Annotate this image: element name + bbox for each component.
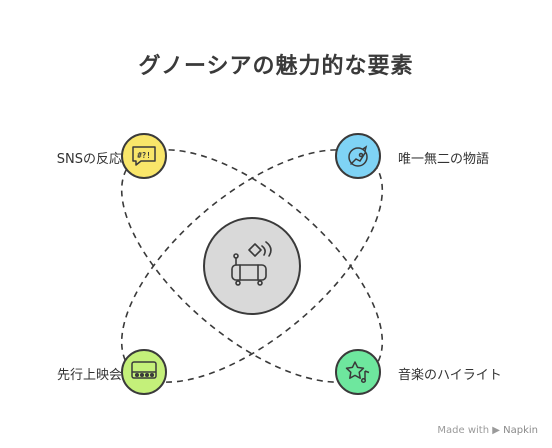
label-preview: 先行上映会 (56, 368, 122, 383)
watermark: Made with ▶ Napkin (437, 425, 538, 436)
node-music (335, 349, 381, 395)
center-hub (203, 217, 301, 315)
page-title: グノーシアの魅力的な要素 (138, 54, 414, 79)
speech-bubble-hashtag-icon: #?! (132, 146, 156, 166)
watermark-prefix: Made with (437, 425, 490, 436)
svg-text:#?!: #?! (137, 151, 151, 160)
watermark-brand: Napkin (503, 425, 538, 436)
label-sns: SNSの反応 (56, 152, 122, 167)
satellite-dish-rover-icon (231, 241, 272, 286)
label-music: 音楽のハイライト (398, 368, 502, 383)
node-sns: #?! (121, 133, 167, 179)
star-music-note-icon (345, 361, 370, 384)
planet-rocket-icon (348, 145, 368, 167)
napkin-logo-icon: ▶ (492, 425, 500, 436)
projector-screen-icon (131, 361, 157, 379)
node-unique (335, 133, 381, 179)
node-preview (121, 349, 167, 395)
label-unique: 唯一無二の物語 (398, 152, 490, 167)
